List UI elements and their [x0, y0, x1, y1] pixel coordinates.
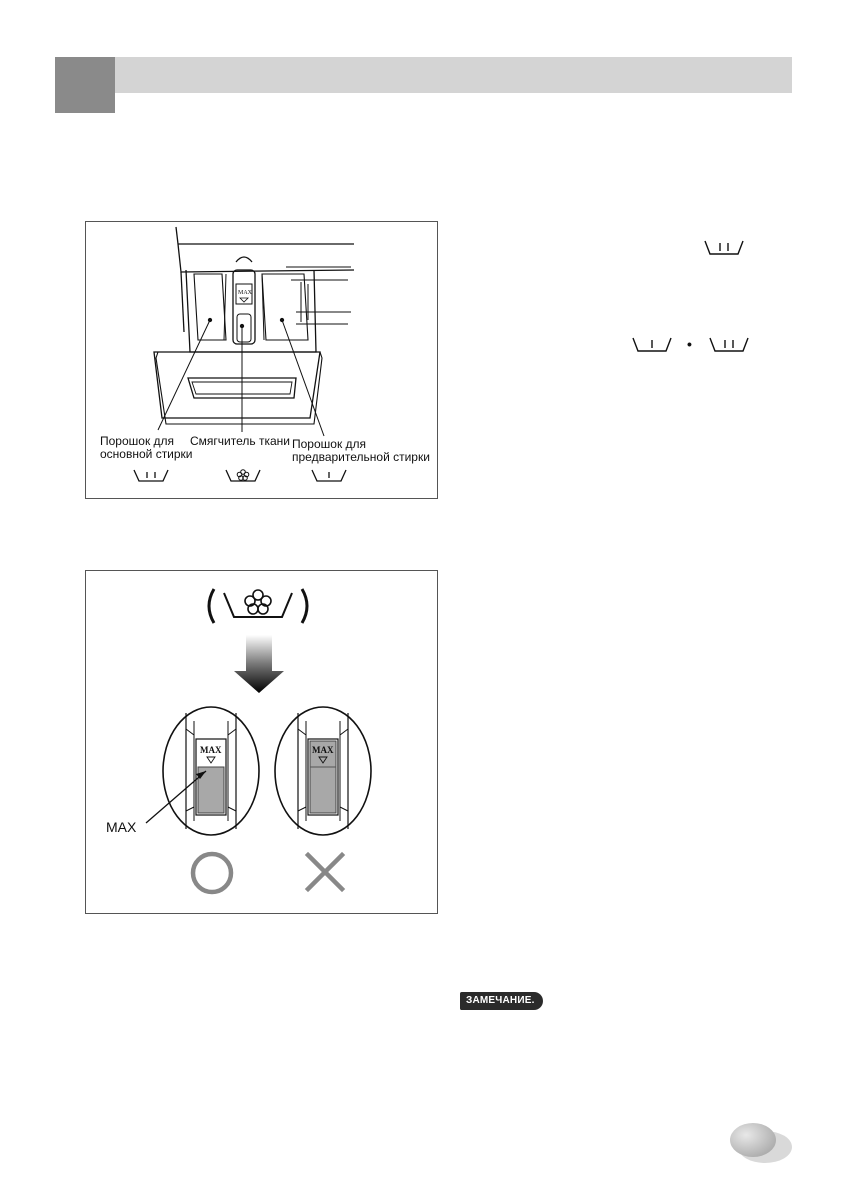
main-wash-tray-icon [704, 240, 744, 255]
down-arrow-icon [234, 635, 284, 693]
correct-circle-icon [190, 851, 234, 895]
label-softener: Смягчитель ткани [190, 434, 290, 448]
overfilled-level-detail [274, 706, 372, 836]
prewash-tray-icon [632, 337, 672, 352]
max-pointer-arrowhead [196, 771, 206, 779]
correct-level-detail [162, 706, 260, 836]
main-wash-tray-icon [133, 469, 169, 482]
softener-flower-icon [207, 588, 309, 624]
max-pointer-line [145, 770, 207, 824]
label-prewash: Порошок для предварительной стирки [292, 437, 430, 464]
wrong-cross-icon [304, 851, 346, 893]
max-mark-left: MAX [200, 745, 222, 755]
prewash-tray-icon [311, 469, 347, 482]
max-label: MAX [106, 819, 137, 835]
note-badge: ЗАМЕЧАНИЕ. [460, 992, 543, 1010]
max-mark-right: MAX [312, 745, 334, 755]
page-number-oval [730, 1123, 776, 1157]
softener-flower-icon [225, 469, 261, 482]
symbol-separator-dot: • [687, 336, 692, 352]
label-main-wash: Порошок для основной стирки [100, 434, 193, 461]
dispenser-drawer-figure: MAX П [85, 221, 438, 499]
dispenser-drawer-illustration: MAX [133, 226, 355, 482]
section-number-square [55, 57, 115, 113]
section-header-bar [55, 57, 792, 93]
svg-text:MAX: MAX [238, 290, 253, 296]
softener-max-level-figure: MAX MAX MAX [85, 570, 438, 914]
softener-level-illustration: MAX MAX [145, 588, 372, 895]
main-wash-tray-icon [709, 337, 749, 352]
